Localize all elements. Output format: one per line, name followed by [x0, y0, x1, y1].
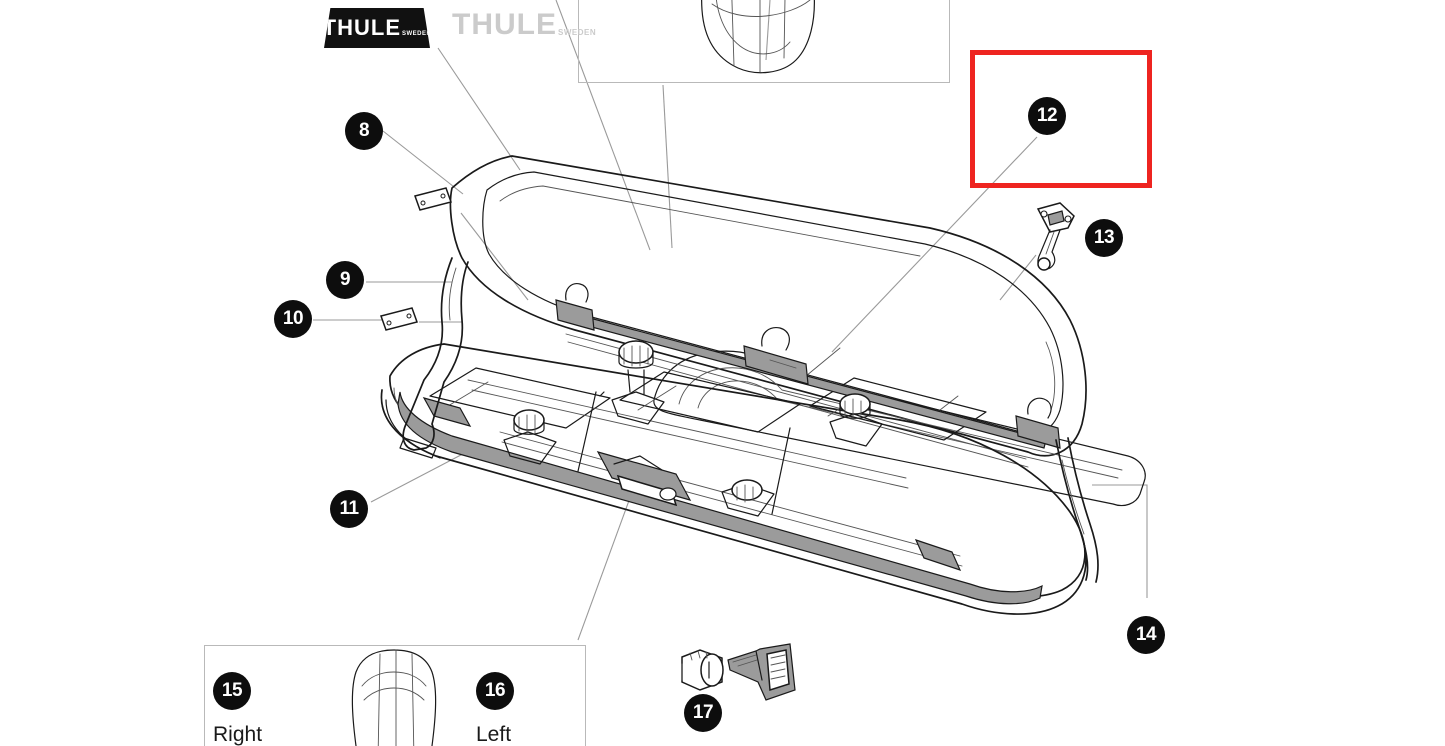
thule-logo-subtext: SWEDEN	[402, 31, 432, 37]
callout-10[interactable]: 10	[274, 300, 312, 338]
thule-ghost-subtext: SWEDEN	[558, 28, 597, 37]
callout-16-label: 16	[484, 680, 506, 701]
callout-11[interactable]: 11	[330, 490, 368, 528]
box-base	[380, 343, 1087, 615]
thule-logo-text: THULE	[322, 15, 401, 40]
label-right: Right	[213, 723, 263, 746]
detail-inset-top	[578, 0, 950, 83]
callout-10-label: 10	[282, 308, 304, 329]
clamp-right	[1015, 397, 1061, 449]
knob-fasteners	[503, 340, 883, 517]
callout-13-label: 13	[1093, 227, 1115, 248]
callout-14[interactable]: 14	[1127, 616, 1165, 654]
callout-9[interactable]: 9	[326, 261, 364, 299]
label-left: Left	[476, 723, 512, 746]
callout-16[interactable]: 16	[476, 672, 514, 710]
thule-ghost-text: THULE	[452, 8, 557, 41]
lid-support-strut-right	[1055, 437, 1099, 583]
clamp-mid	[743, 327, 809, 385]
mounting-clamps	[555, 283, 1061, 449]
leader-lines	[313, 0, 1148, 641]
plate-part-10	[380, 307, 418, 331]
callout-9-label: 9	[339, 269, 351, 290]
clamp-left	[555, 283, 595, 331]
hinge-bracket-part-13	[1036, 202, 1075, 271]
inset-top-art	[701, 0, 815, 74]
callout-17-label: 17	[692, 702, 714, 723]
callout-15[interactable]: 15	[213, 672, 251, 710]
inset-bottom-art	[351, 649, 437, 746]
callout-12-label: 12	[1036, 105, 1058, 126]
callout-12[interactable]: 12	[1028, 97, 1066, 135]
lid-support-strut	[399, 257, 469, 459]
callout-8-label: 8	[358, 120, 370, 141]
plate-part-8	[414, 187, 452, 211]
highlight-box-part-12[interactable]	[970, 50, 1152, 188]
detail-inset-bottom	[204, 645, 586, 746]
callout-8[interactable]: 8	[345, 112, 383, 150]
lock-housing	[596, 451, 692, 507]
callout-13[interactable]: 13	[1085, 219, 1123, 257]
lock-and-key-part-17	[681, 643, 796, 701]
callout-17[interactable]: 17	[684, 694, 722, 732]
callout-14-label: 14	[1135, 624, 1157, 645]
callout-15-label: 15	[221, 680, 243, 701]
callout-11-label: 11	[339, 498, 359, 519]
